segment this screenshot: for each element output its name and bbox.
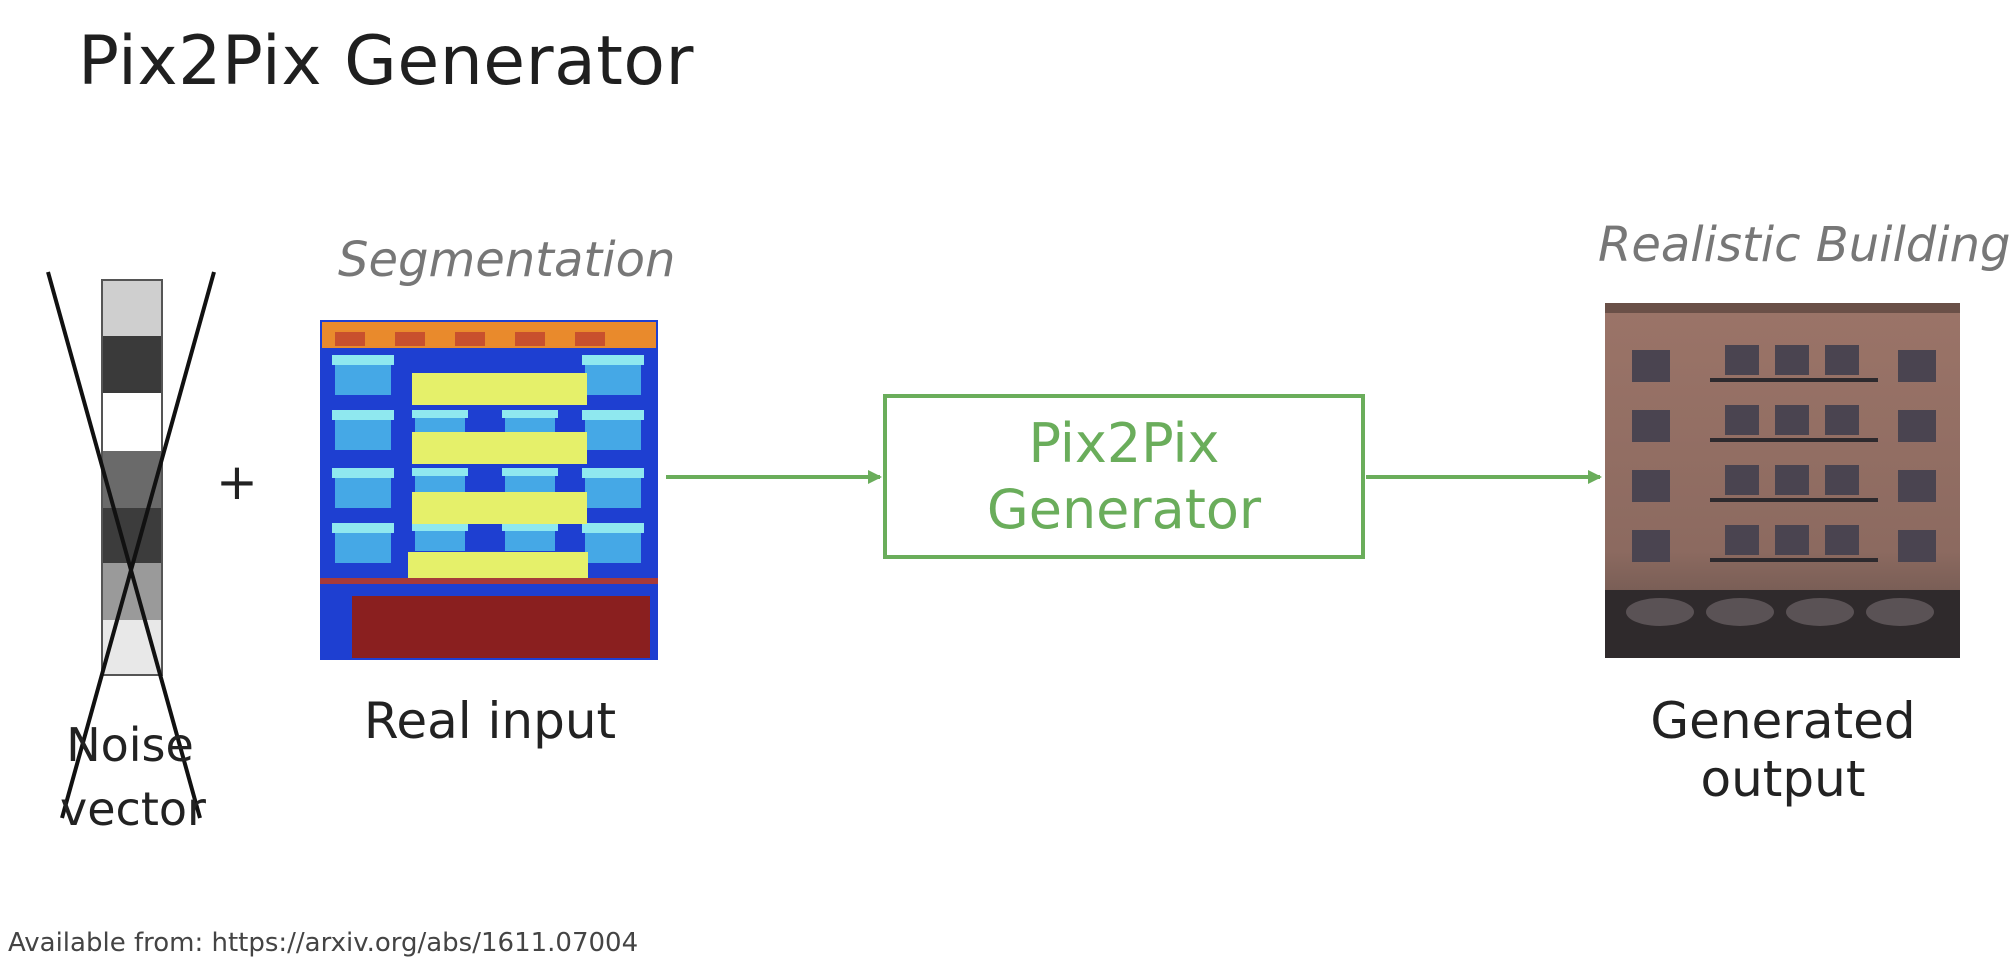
building-photo	[1605, 303, 1960, 658]
cross-out-mark	[46, 271, 216, 819]
page-title: Pix2Pix Generator	[78, 22, 694, 101]
generator-line2: Generator	[986, 477, 1262, 541]
segmentation-heading: Segmentation	[338, 232, 676, 288]
realistic-building-heading: Realistic Building	[1598, 217, 2011, 273]
generated-output-caption: Generated output	[1650, 692, 1916, 808]
real-input-caption: Real input	[363, 692, 617, 750]
noise-label-line1: Noise	[66, 718, 194, 772]
noise-vector-label: Noise vector	[60, 713, 206, 841]
noise-label-line2: vector	[60, 782, 206, 836]
pix2pix-generator-box: Pix2Pix Generator	[883, 394, 1365, 559]
generator-line1: Pix2Pix	[1028, 411, 1220, 475]
segmentation-image	[320, 320, 658, 660]
source-footer: Available from: https://arxiv.org/abs/16…	[8, 928, 639, 958]
noise-vector	[101, 279, 163, 676]
plus-sign: +	[216, 453, 258, 511]
